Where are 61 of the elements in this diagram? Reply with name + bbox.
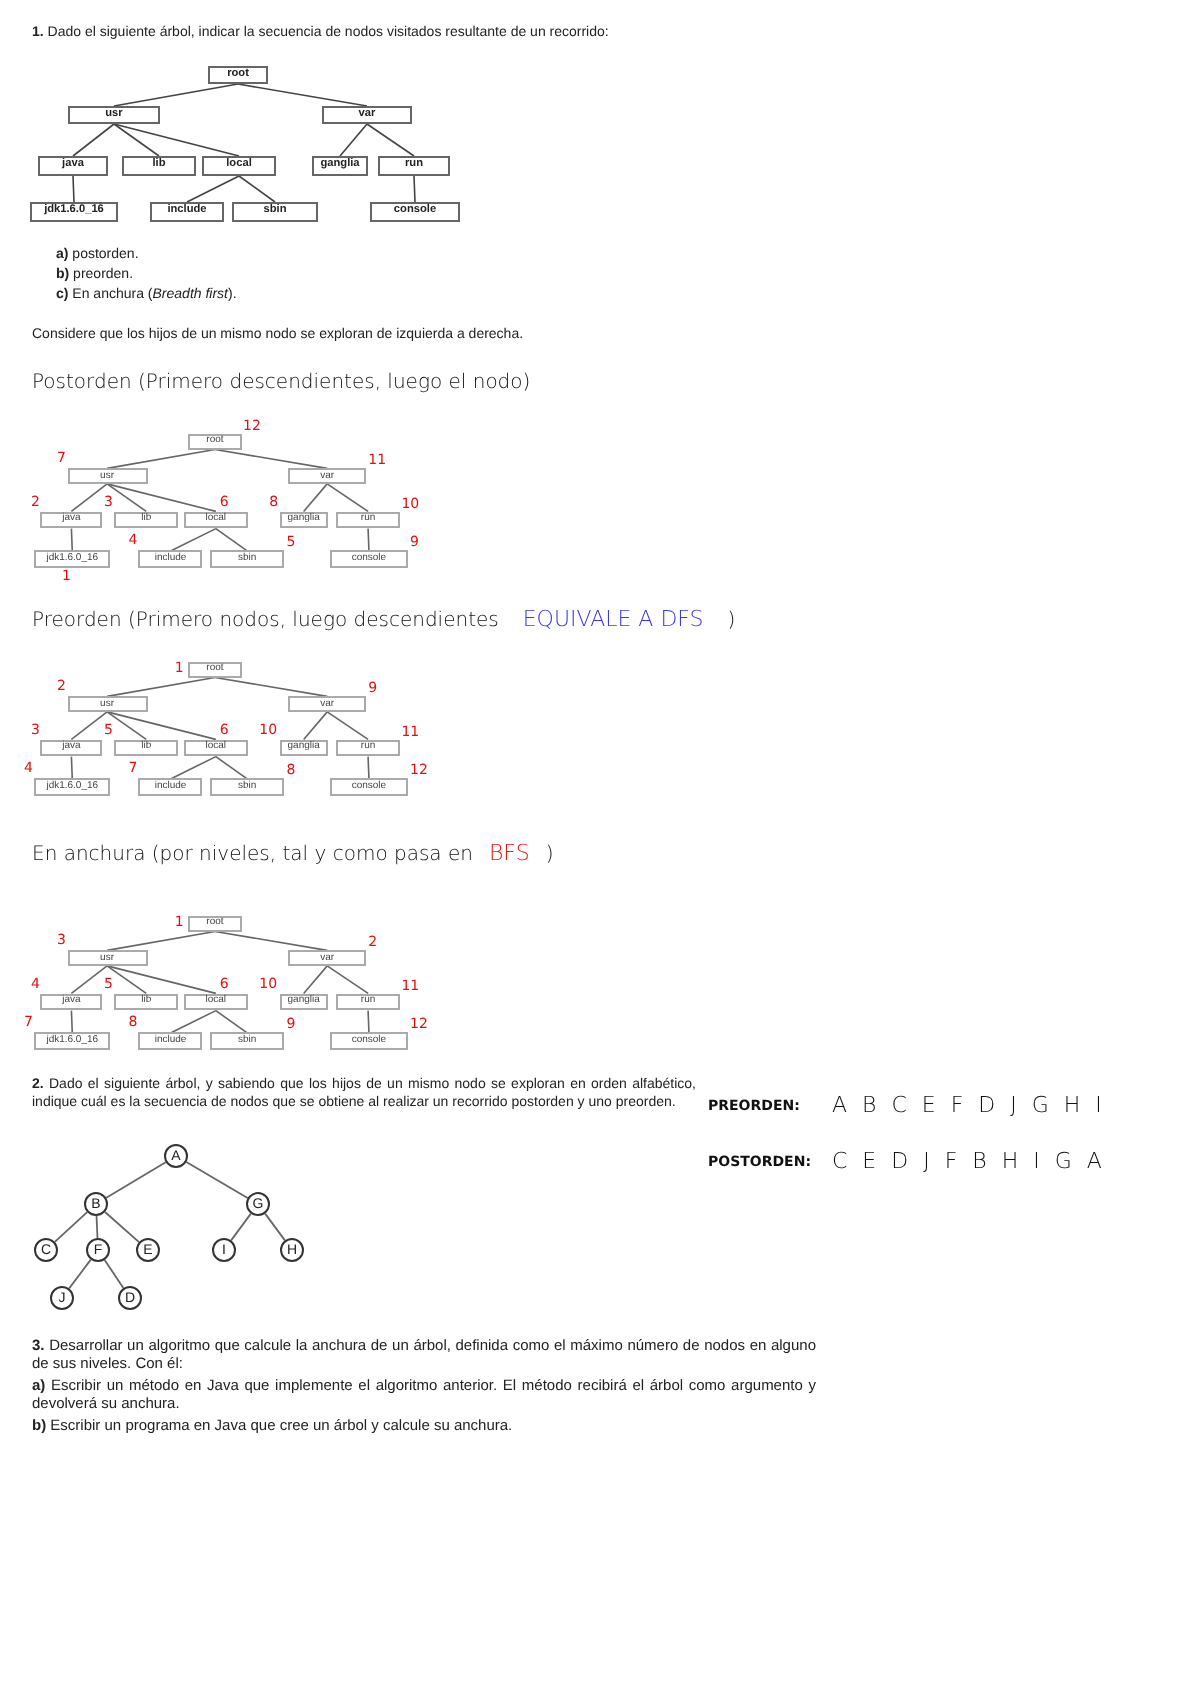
tree-edge	[95, 1215, 99, 1239]
tree-edge	[113, 123, 240, 157]
tree-edge	[103, 1259, 125, 1289]
tree-edge	[169, 755, 217, 780]
tree-edge	[215, 527, 248, 552]
tree-edge	[237, 83, 368, 107]
handwritten-note: En anchura (por niveles, tal y como pasa en	[32, 844, 473, 868]
tree-edge	[367, 1009, 370, 1034]
tree-edge	[106, 676, 216, 698]
tree-edge	[230, 1212, 252, 1242]
handwritten-note: )	[545, 844, 554, 868]
tree-edge	[238, 175, 276, 203]
tree-edge	[169, 1009, 217, 1034]
tree-edge	[339, 123, 368, 157]
tree-edge	[366, 123, 415, 157]
tree-edge	[106, 930, 216, 952]
tree-edge	[53, 1211, 89, 1243]
tree-edge	[215, 1009, 248, 1034]
tree-edge	[104, 1211, 140, 1243]
tree-edge	[106, 711, 148, 741]
tree-edge	[70, 527, 74, 552]
tree-edge	[113, 123, 160, 157]
tree-edge	[70, 1009, 74, 1034]
handwritten-note: )	[727, 610, 736, 634]
tree-edge	[72, 123, 115, 157]
tree-edge	[326, 483, 369, 513]
tree-edge	[72, 175, 75, 203]
tree-edge	[413, 175, 416, 203]
handwritten-sequence: C E D J F B H I G A	[832, 1148, 1102, 1175]
tree-edge	[264, 1212, 286, 1242]
tree-edge	[106, 483, 148, 513]
tree-edge	[302, 711, 328, 741]
tree-edge	[106, 448, 216, 470]
handwritten-note: EQUIVALE A DFS	[522, 606, 704, 633]
tree-edge	[326, 965, 369, 995]
handwritten-note: BFS	[488, 840, 530, 867]
tree-edge	[185, 1161, 249, 1199]
tree-edge	[70, 483, 108, 513]
tree-edge	[214, 930, 328, 952]
tree-edge	[70, 711, 108, 741]
tree-edge	[68, 1258, 92, 1290]
tree-edge	[214, 448, 328, 470]
tree-edge	[302, 483, 328, 513]
tree-edge	[326, 711, 369, 741]
tree-edge	[106, 965, 148, 995]
tree-edge	[106, 965, 217, 995]
tree-edge	[367, 755, 370, 780]
tree-edge	[113, 83, 239, 107]
tree-edge	[106, 711, 217, 741]
tree-edge	[367, 527, 370, 552]
tree-edge	[214, 676, 328, 698]
tree-edge	[106, 483, 217, 513]
tree-edge	[70, 755, 74, 780]
tree-edge	[169, 527, 217, 552]
tree-edge	[70, 965, 108, 995]
tree-edge	[302, 965, 328, 995]
handwritten-note: Postorden (Primero descendientes, luego el nodo)	[32, 372, 531, 396]
handwritten-sequence: A B C E F D J G H I	[832, 1092, 1102, 1119]
handwritten-note: Preorden (Primero nodos, luego descendientes	[32, 610, 499, 634]
tree-edge	[215, 755, 248, 780]
tree-edge	[105, 1161, 167, 1199]
